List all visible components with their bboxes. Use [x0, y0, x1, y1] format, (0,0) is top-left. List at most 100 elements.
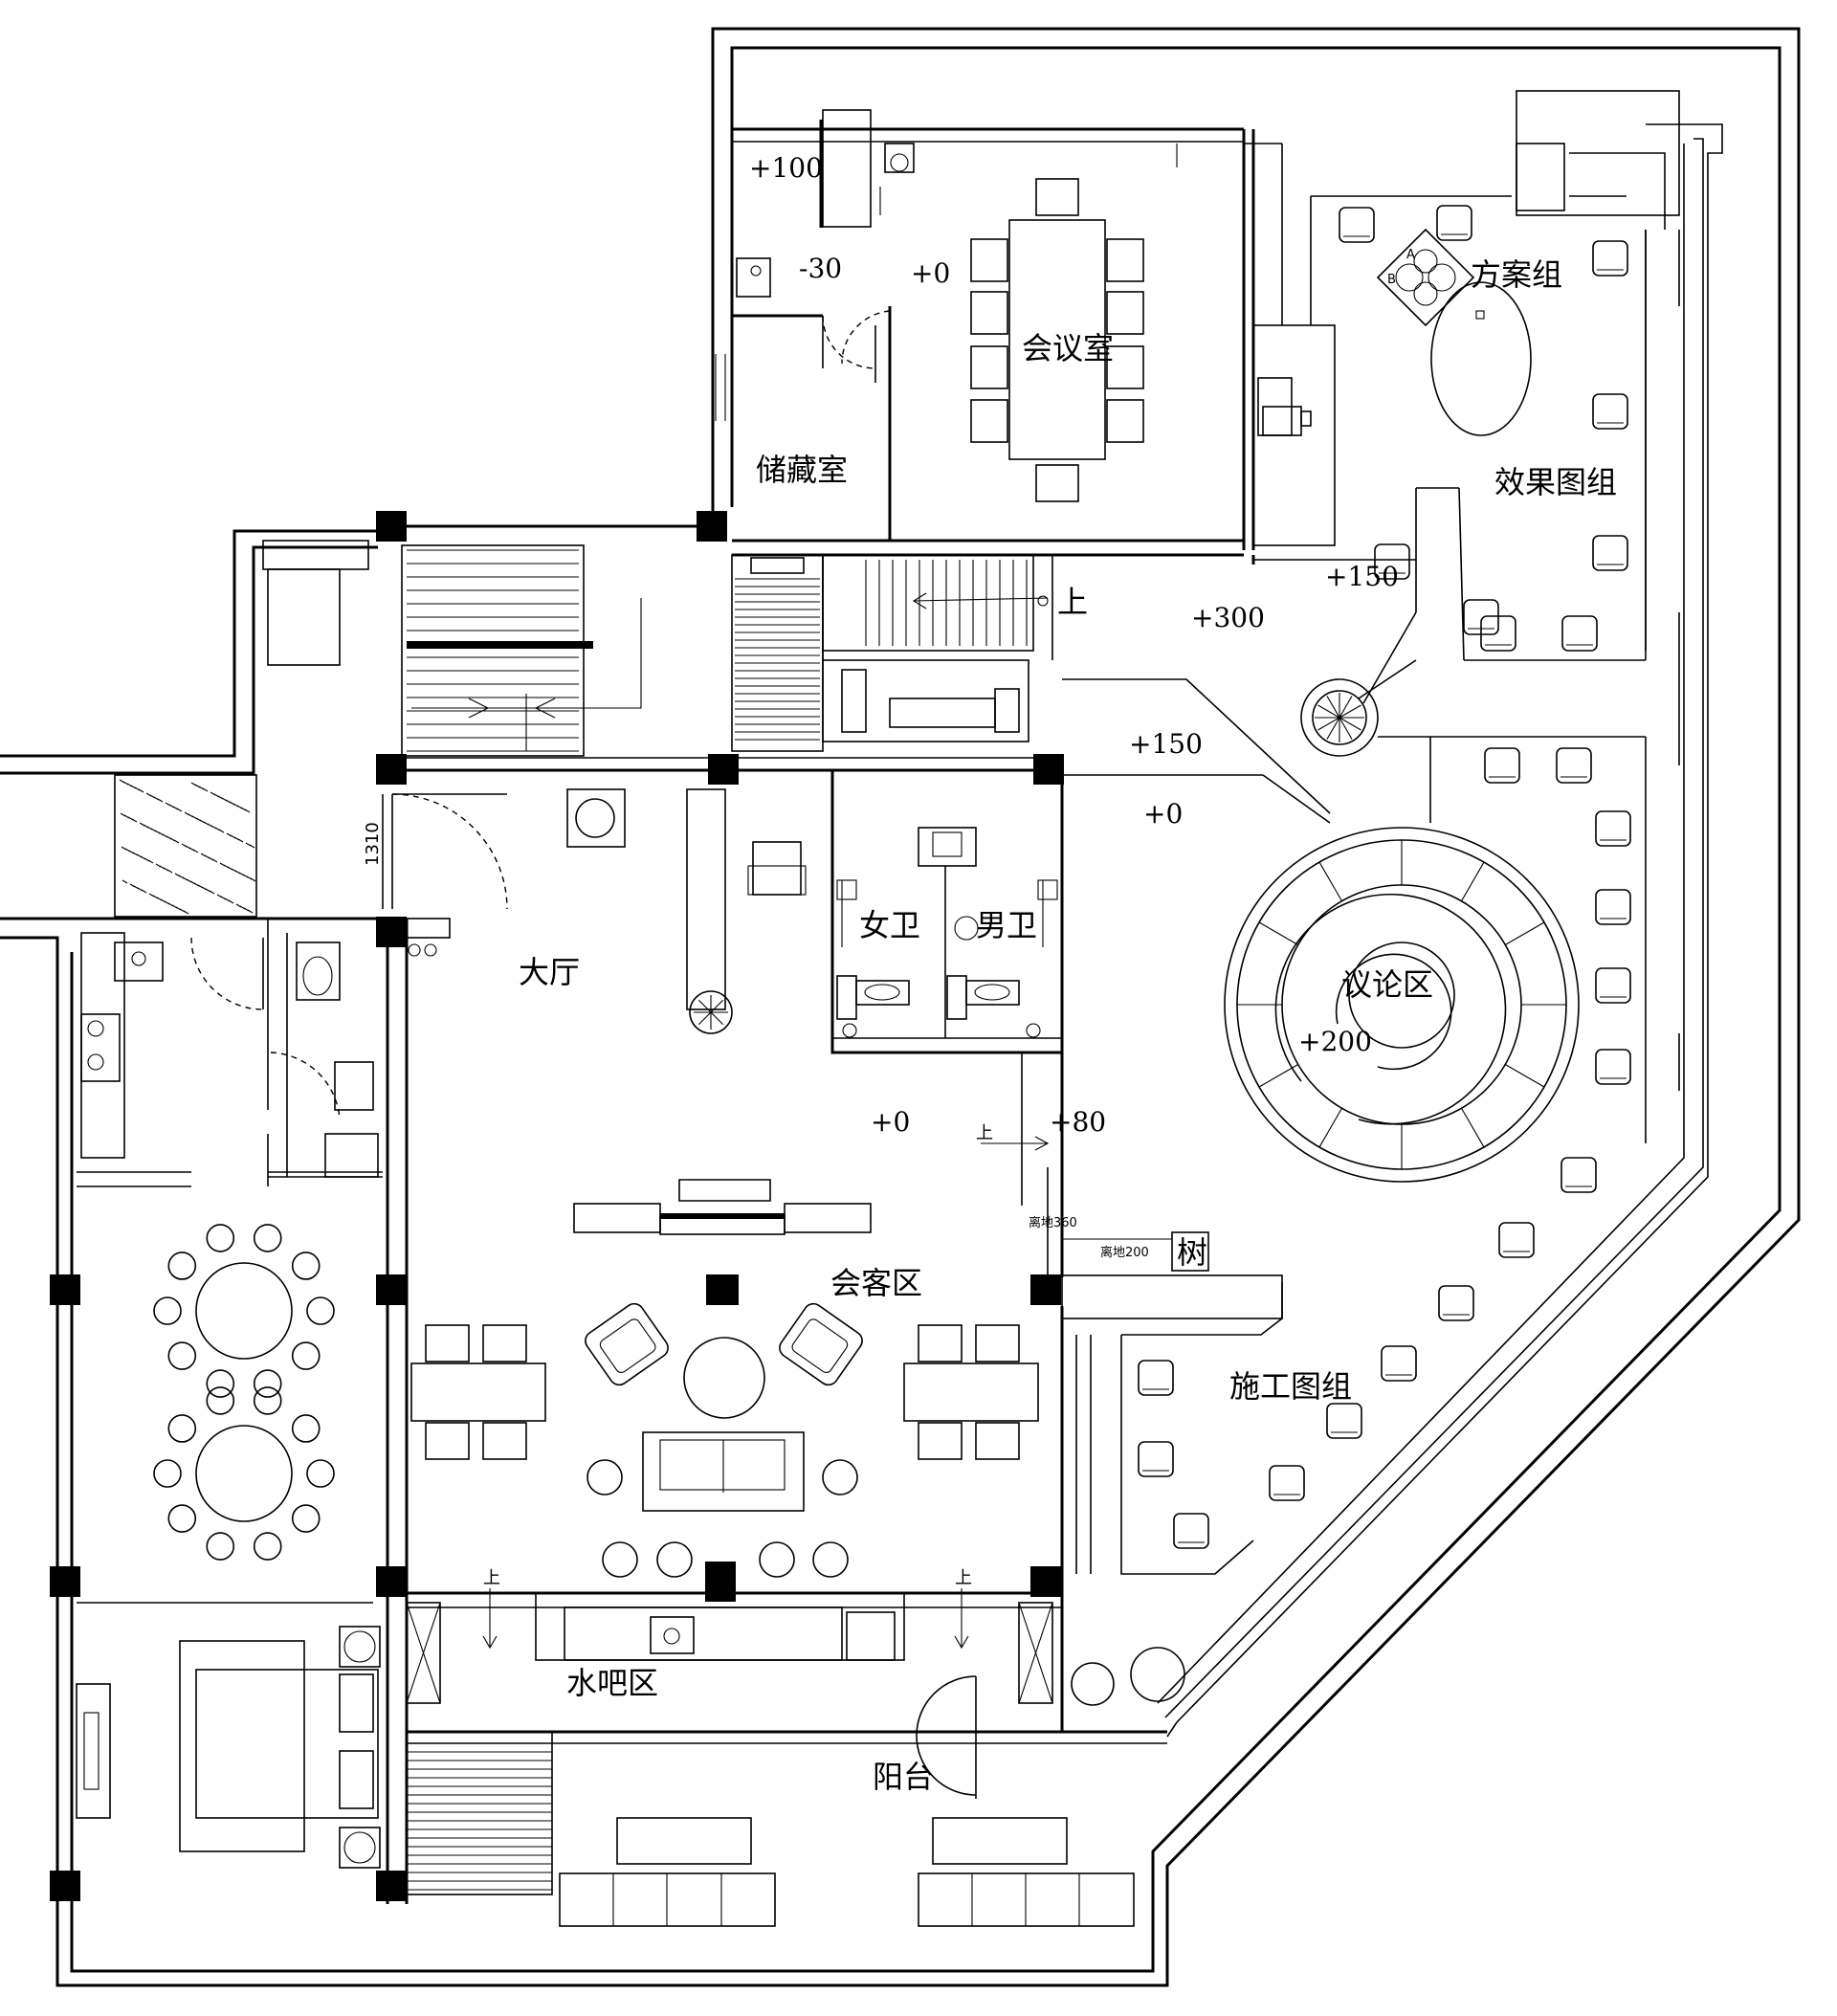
office-chair	[1173, 1513, 1209, 1549]
level-mark: +150	[1325, 561, 1399, 592]
level-mark: +200	[1298, 1026, 1372, 1057]
chair	[206, 1386, 235, 1415]
column	[376, 511, 407, 542]
column	[50, 1274, 80, 1305]
chair	[970, 291, 1008, 335]
chair	[970, 238, 1008, 282]
chair	[975, 1324, 1020, 1362]
up-marker-2: 上	[483, 1568, 500, 1588]
chair	[253, 1532, 282, 1561]
office-chair	[1592, 240, 1628, 277]
columns	[50, 511, 1064, 1901]
chair	[167, 1414, 197, 1443]
scheme-group-furniture: A B	[1376, 228, 1532, 436]
level-mark: +0	[871, 1106, 910, 1138]
up-stair-label: 上	[1057, 584, 1088, 620]
workstation-printer	[1257, 377, 1312, 436]
meeting-room-fixtures	[715, 143, 1178, 421]
chair	[1106, 291, 1144, 335]
bedroom	[76, 1626, 381, 1869]
column	[376, 1871, 407, 1901]
chair	[970, 345, 1008, 389]
kitchen	[80, 540, 369, 1159]
office-chairs	[1138, 205, 1631, 1549]
chair	[253, 1386, 282, 1415]
chair	[206, 1224, 235, 1252]
column	[376, 917, 407, 947]
office-chair	[1595, 810, 1631, 847]
column	[376, 1274, 407, 1305]
misc-annotations: 树 离地360 离地200	[1029, 1215, 1209, 1272]
office-chair	[1438, 1285, 1474, 1321]
potted-plant	[1300, 678, 1379, 757]
womens-restroom-label: 女卫	[859, 907, 920, 943]
discussion-area-label: 议论区	[1341, 966, 1433, 1003]
chair	[291, 1341, 321, 1370]
balcony-label: 阳台	[873, 1759, 934, 1795]
office-chair	[1498, 1222, 1535, 1258]
chair	[918, 1422, 963, 1460]
bench	[573, 1203, 661, 1233]
water-bar-label: 水吧区	[566, 1665, 658, 1701]
office-chair	[1436, 205, 1472, 241]
dining-tables	[153, 1224, 335, 1561]
chair	[253, 1224, 282, 1252]
main-staircase	[401, 544, 642, 757]
chair	[918, 1324, 963, 1362]
office-chair	[1561, 615, 1598, 652]
meeting-table-group	[970, 178, 1144, 502]
office-chair	[1138, 1441, 1174, 1477]
chair	[1035, 464, 1079, 502]
water-bar-counter: 上 上	[406, 1568, 1053, 1704]
reception-furniture	[410, 1179, 1039, 1578]
meeting-room-label: 会议室	[1022, 330, 1114, 366]
chair	[291, 1252, 321, 1280]
rendering-group-label: 效果图组	[1494, 464, 1617, 500]
office-chair	[1595, 889, 1631, 925]
planter-bed	[114, 774, 257, 918]
armchair	[585, 1302, 669, 1386]
office-chair	[1339, 207, 1375, 243]
level-mark: +0	[1143, 798, 1183, 830]
sofa	[642, 1431, 805, 1512]
chair	[482, 1324, 527, 1362]
level-mark: +80	[1050, 1106, 1106, 1138]
up-marker-3: 上	[955, 1568, 972, 1588]
oval-table	[1430, 281, 1532, 436]
office-chair	[1592, 535, 1628, 571]
scheme-group-label: 方案组	[1471, 256, 1562, 293]
storage-room-label: 储藏室	[756, 452, 848, 488]
office-chair	[1138, 1360, 1174, 1396]
chair	[1106, 238, 1144, 282]
bench	[784, 1203, 872, 1233]
chair	[306, 1296, 335, 1325]
outer-walls	[0, 27, 1801, 1987]
chair	[425, 1422, 470, 1460]
chair	[975, 1422, 1020, 1460]
secondary-staircase: 上	[731, 554, 1088, 752]
balcony-furniture	[559, 1647, 1185, 1927]
mens-restroom-label: 男卫	[976, 907, 1037, 943]
left-bathroom	[270, 942, 379, 1178]
level-mark: +0	[911, 257, 950, 289]
chair	[970, 399, 1008, 443]
up-marker-1: 上	[976, 1123, 993, 1143]
chair	[206, 1532, 235, 1561]
column	[50, 1566, 80, 1597]
chair	[425, 1324, 470, 1362]
office-chair	[1484, 747, 1520, 784]
meeting-table	[1008, 219, 1106, 460]
column	[50, 1871, 80, 1901]
table-label-b: B	[1387, 273, 1396, 287]
chair	[1035, 178, 1079, 216]
dining-table	[903, 1362, 1039, 1422]
armchair	[779, 1302, 863, 1386]
office-chair	[1560, 1157, 1597, 1193]
column	[1030, 1274, 1061, 1305]
office-chair	[1374, 543, 1410, 580]
height-label: 离地200	[1100, 1245, 1149, 1260]
chair	[482, 1422, 527, 1460]
table-label-a: A	[1406, 248, 1415, 262]
chair	[153, 1296, 182, 1325]
